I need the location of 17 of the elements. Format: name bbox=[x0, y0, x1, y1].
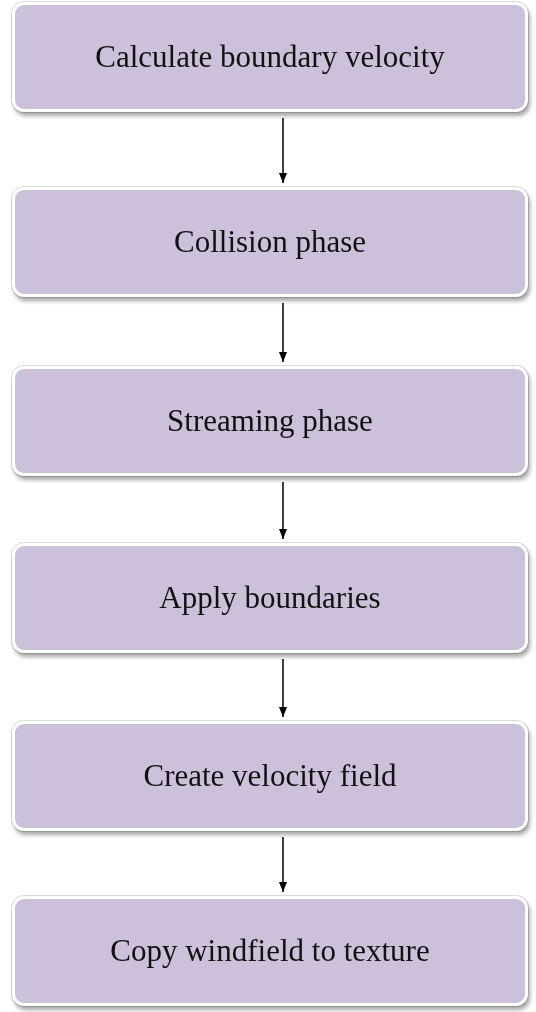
arrow bbox=[278, 117, 288, 184]
step-label: Collision phase bbox=[173, 224, 367, 260]
process-box bbox=[12, 721, 528, 831]
step-label: Calculate boundary velocity bbox=[94, 39, 446, 75]
arrow bbox=[278, 302, 288, 363]
step-label: Create velocity field bbox=[142, 758, 398, 794]
arrow bbox=[278, 481, 288, 540]
process-box bbox=[12, 2, 528, 112]
process-box bbox=[12, 896, 528, 1006]
step-label: Apply boundaries bbox=[158, 580, 382, 616]
step-label: Streaming phase bbox=[166, 403, 374, 439]
step-label: Copy windfield to texture bbox=[109, 933, 431, 969]
process-box bbox=[12, 187, 528, 297]
process-box bbox=[12, 366, 528, 476]
process-box bbox=[12, 543, 528, 653]
arrow bbox=[278, 836, 288, 893]
arrow bbox=[278, 658, 288, 718]
